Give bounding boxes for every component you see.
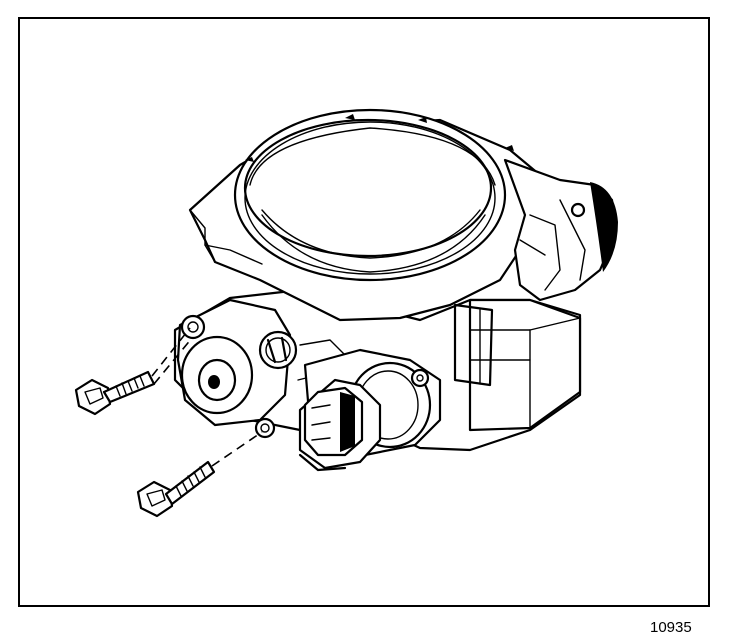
idle-air-control-valve-icon <box>298 378 382 472</box>
bolt-icon <box>136 431 263 518</box>
figure-number: 10935 <box>650 619 692 636</box>
mounting-boss-icon <box>176 298 346 439</box>
bolt-icon <box>74 327 193 416</box>
